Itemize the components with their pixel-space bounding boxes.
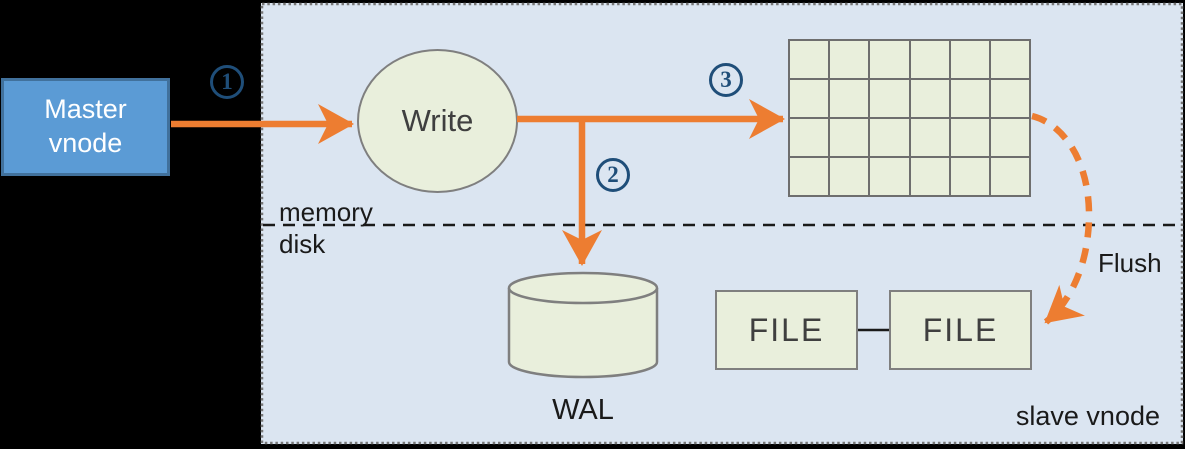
memory-table-cell (950, 158, 989, 195)
write-label: Write (401, 103, 474, 138)
memory-table-cell (830, 158, 869, 195)
file-node-left: FILE (715, 290, 858, 370)
flush-label: Flush (1098, 248, 1162, 278)
file-right-label: FILE (922, 311, 999, 348)
memory-table-cell (870, 119, 909, 156)
memory-table-cell (910, 119, 949, 156)
memory-table-cell (830, 41, 869, 78)
slave-vnode-label: slave vnode (1015, 401, 1160, 431)
memory-table-cell (870, 158, 909, 195)
memory-table-cell (830, 80, 869, 117)
memory-table-cell (950, 80, 989, 117)
memory-table-cell (990, 119, 1029, 156)
memory-table-cell (870, 41, 909, 78)
write-node: Write (357, 49, 518, 193)
step-badge-3: 3 (709, 63, 743, 97)
memory-table-cell (990, 158, 1029, 195)
memory-table-cell (870, 80, 909, 117)
step-1-number: 1 (221, 69, 233, 94)
master-vnode-label-line2: vnode (48, 128, 123, 158)
memory-table-cell (790, 80, 829, 117)
wal-label: WAL (552, 394, 614, 426)
master-vnode-node: Master vnode (1, 78, 170, 176)
memory-table-cell (950, 119, 989, 156)
master-vnode-label-line1: Master (44, 94, 127, 125)
file-node-right: FILE (889, 290, 1032, 370)
memory-label: memory (279, 197, 373, 227)
memory-table-cell (910, 80, 949, 117)
step-badge-2: 2 (596, 158, 630, 192)
disk-label: disk (279, 229, 326, 259)
step-badge-1: 1 (210, 65, 244, 99)
memory-table-cell (950, 41, 989, 78)
memory-table-cell (790, 41, 829, 78)
memory-table-cell (990, 41, 1029, 78)
memory-table-cell (830, 119, 869, 156)
memory-table-cell (990, 80, 1029, 117)
memory-table (788, 39, 1031, 197)
step-3-number: 3 (720, 67, 732, 92)
memory-table-cell (910, 41, 949, 78)
memory-table-cell (790, 119, 829, 156)
file-left-label: FILE (748, 311, 825, 348)
memory-table-cell (910, 158, 949, 195)
memory-table-cell (790, 158, 829, 195)
step-2-number: 2 (607, 162, 619, 187)
